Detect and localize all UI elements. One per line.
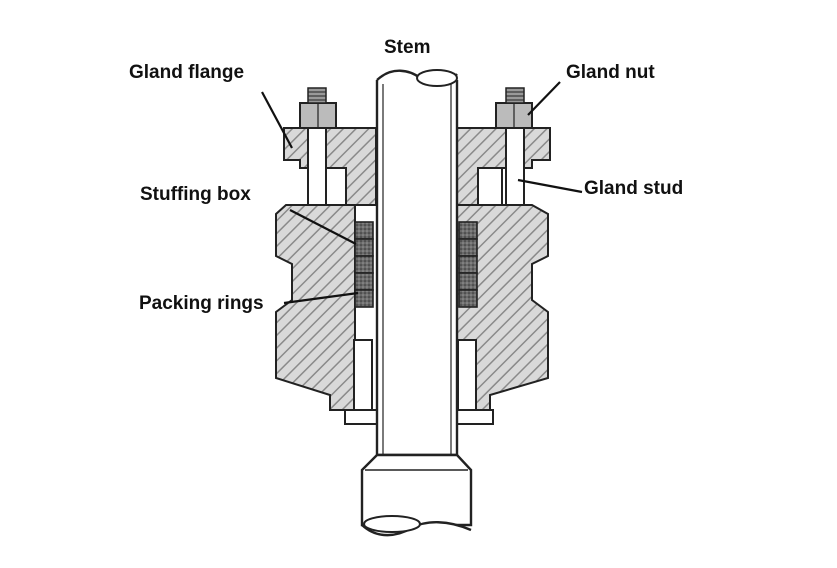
leader-gland-nut [527, 81, 561, 116]
label-packing-rings: Packing rings [139, 293, 264, 314]
packing-rings-right [458, 221, 478, 308]
label-gland-stud: Gland stud [584, 178, 683, 199]
bottom-bushing-right-step [457, 339, 477, 411]
leader-packing-rings [283, 291, 359, 305]
label-stem: Stem [384, 37, 430, 58]
packing-rings-left [354, 221, 374, 308]
gland-flange-right [456, 127, 551, 206]
gland-stud-left [307, 127, 327, 206]
leader-gland-stud [517, 178, 583, 194]
leader-stuffing-box [289, 209, 357, 245]
stem [375, 80, 459, 457]
gland-recess-right [477, 167, 503, 206]
leader-gland-flange [261, 91, 293, 149]
stem-lower-shoulder [360, 453, 473, 527]
label-stuffing-box: Stuffing box [140, 184, 251, 205]
label-gland-nut: Gland nut [566, 62, 655, 83]
stem-top-end [416, 69, 458, 87]
gland-stud-right [505, 127, 525, 206]
label-gland-flange: Gland flange [129, 62, 244, 83]
stem-bottom-end [363, 515, 421, 533]
bottom-bushing-left-step [353, 339, 373, 411]
